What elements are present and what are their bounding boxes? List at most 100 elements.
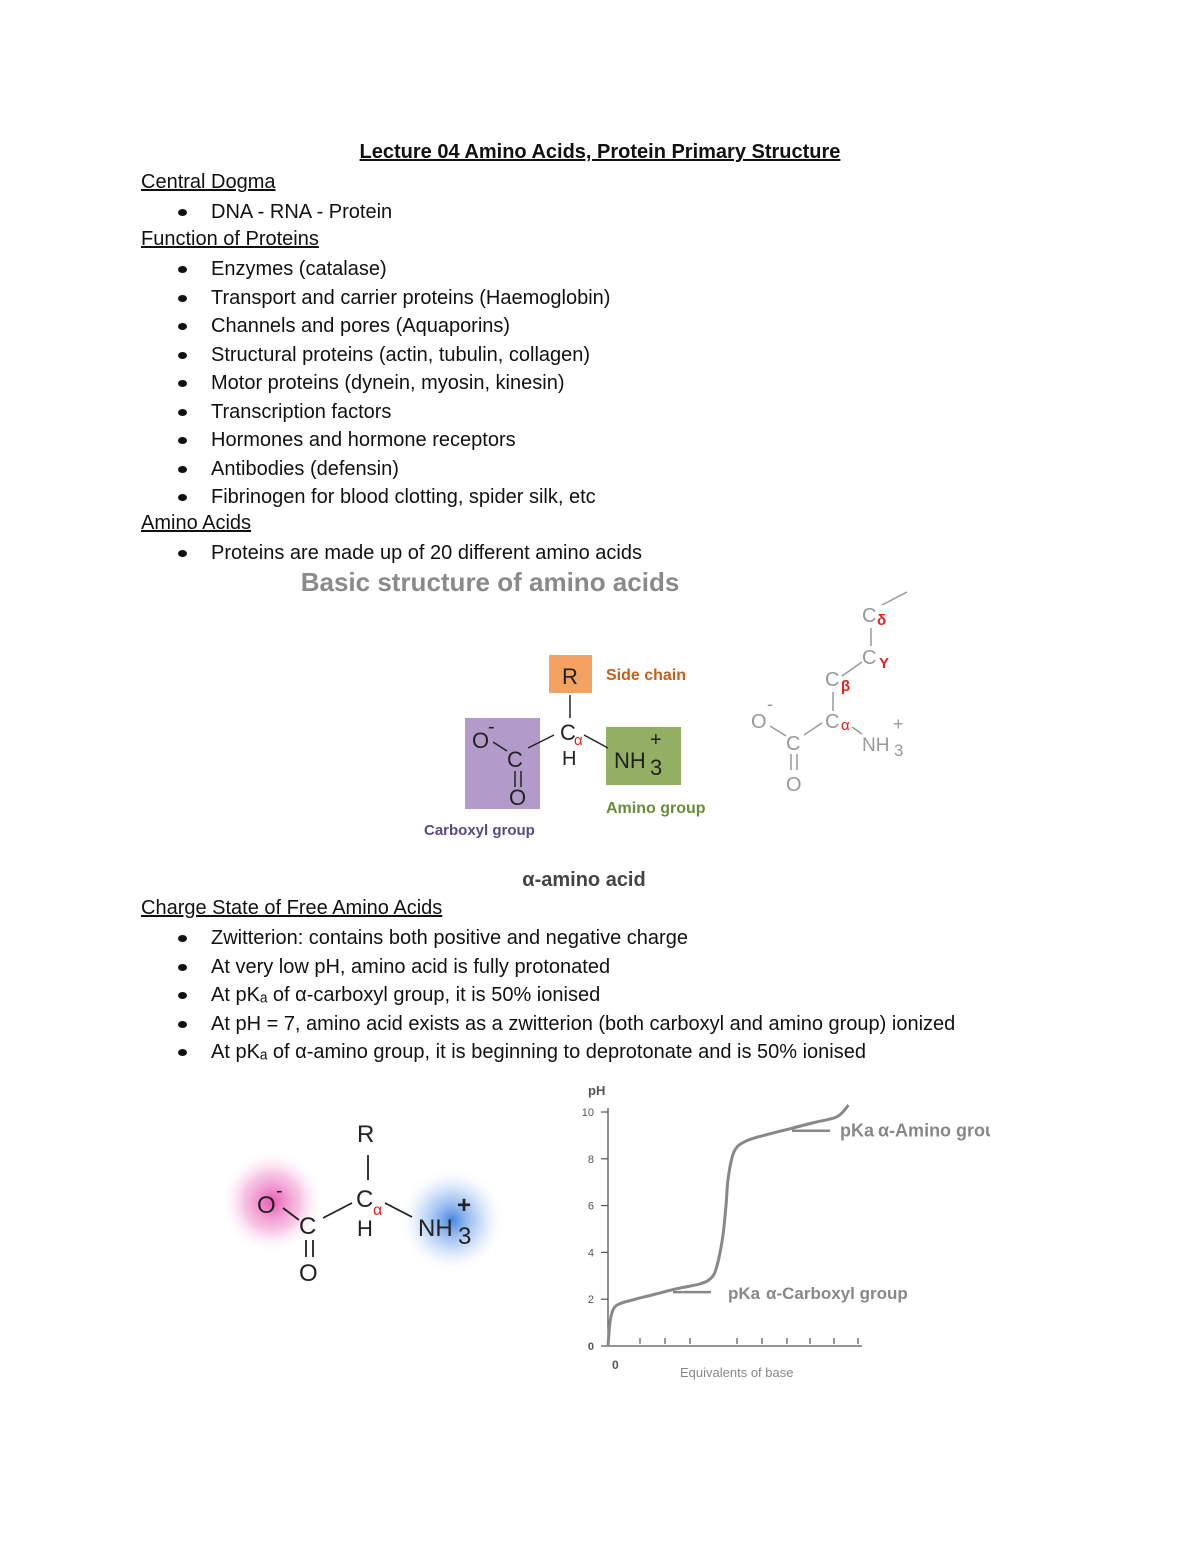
- bond: [583, 734, 609, 749]
- x-tick-label: 0: [612, 1358, 619, 1372]
- bond: [803, 722, 823, 736]
- subscript-3: 3: [894, 741, 903, 760]
- atom-c-carboxyl: C: [507, 747, 523, 772]
- page-title: Lecture 04 Amino Acids, Protein Primary …: [359, 141, 841, 163]
- charge-minus: -: [488, 716, 495, 738]
- atom-c-carboxyl: C: [786, 733, 800, 755]
- carboxyl-box: [465, 718, 540, 809]
- zwitterion-figure: R C α H C O - O NH 3 +: [220, 1121, 506, 1287]
- bond: [282, 1207, 300, 1221]
- annotation-pka-carboxyl: pKa: [728, 1284, 761, 1303]
- annotation-text-amino: α-Amino group: [878, 1121, 990, 1141]
- atom-nh: NH: [614, 748, 646, 773]
- atom-c-alpha: C: [356, 1186, 373, 1213]
- side-chain-box: [549, 655, 592, 693]
- list-central-dogma: DNA - RNA - Protein: [141, 198, 392, 227]
- list-item: Proteins are made up of 20 different ami…: [141, 539, 642, 568]
- list-charge-state: Zwitterion: contains both positive and n…: [141, 924, 955, 1067]
- side-chain-label: Side chain: [606, 667, 686, 684]
- annotation-text-carboxyl: α-Carboxyl group: [766, 1284, 908, 1303]
- figure-caption: α-amino acid: [522, 869, 645, 891]
- charge-plus: +: [457, 1192, 471, 1219]
- y-tick-label: 4: [588, 1247, 594, 1259]
- bond: [841, 661, 863, 677]
- x-ticks: [639, 1338, 859, 1344]
- bond: [492, 741, 508, 752]
- atom-o: O: [786, 774, 802, 796]
- list-item: Transport and carrier proteins (Haemoglo…: [141, 284, 610, 313]
- amino-group-label: Amino group: [606, 800, 706, 817]
- atom-o-minus: O: [257, 1192, 276, 1219]
- y-axis-label: pH: [588, 1083, 605, 1098]
- list-item: Zwitterion: contains both positive and n…: [141, 924, 955, 953]
- atom-c-beta: C: [825, 669, 839, 691]
- heading-central-dogma: Central Dogma: [141, 171, 276, 193]
- y-tick-label: 8: [588, 1154, 594, 1166]
- list-item: Hormones and hormone receptors: [141, 426, 610, 455]
- atom-r: R: [357, 1121, 374, 1148]
- amino-acid-structure-figure: Basic structure of amino acids R Side ch…: [301, 567, 908, 891]
- side-chain-diagram: C δ C Y C β C α NH 3 + C O - O: [751, 591, 908, 796]
- atom-c-alpha: C: [825, 711, 839, 733]
- list-item: Enzymes (catalase): [141, 255, 610, 284]
- bond: [769, 725, 787, 737]
- charge-minus: -: [767, 694, 773, 714]
- atom-c-gamma: C: [862, 647, 876, 669]
- bond: [881, 591, 908, 606]
- titration-chart: pH 0 2 4 6 8 10 0 Equivalents of base pKa α-A…: [582, 1083, 990, 1380]
- atom-o-minus: O: [472, 728, 489, 753]
- y-ticks: 0 2 4 6 8 10: [582, 1107, 608, 1353]
- atom-o: O: [509, 785, 526, 810]
- atom-o-minus: O: [751, 711, 767, 733]
- list-item: Fibrinogen for blood clotting, spider si…: [141, 483, 610, 512]
- atom-nh: NH: [418, 1215, 453, 1242]
- list-item: At very low pH, amino acid is fully prot…: [141, 953, 955, 982]
- list-item: Motor proteins (dynein, myosin, kinesin): [141, 369, 610, 398]
- atom-o: O: [299, 1260, 318, 1287]
- carboxyl-group-label: Carboxyl group: [424, 822, 535, 839]
- amino-box: [606, 727, 681, 785]
- y-tick-label: 0: [588, 1341, 594, 1353]
- atom-nh: NH: [862, 735, 889, 756]
- negative-charge-glow: [220, 1150, 324, 1254]
- y-tick-label: 2: [588, 1294, 594, 1306]
- bond: [384, 1202, 413, 1218]
- x-axis-label: Equivalents of base: [680, 1365, 793, 1380]
- atom-c-delta: C: [862, 605, 876, 627]
- atom-c-carboxyl: C: [299, 1213, 316, 1240]
- atom-r: R: [562, 664, 578, 689]
- beta-symbol: β: [841, 678, 850, 695]
- list-item: DNA - RNA - Protein: [141, 198, 392, 227]
- titration-curve: [606, 1103, 850, 1347]
- charge-plus: +: [893, 714, 904, 734]
- atom-h: H: [357, 1216, 373, 1241]
- heading-amino-acids: Amino Acids: [141, 512, 252, 534]
- heading-charge-state: Charge State of Free Amino Acids: [141, 897, 443, 919]
- list-item: At pKₐ of α-carboxyl group, it is 50% io…: [141, 981, 955, 1010]
- bond: [851, 726, 863, 735]
- atom-c-alpha: C: [560, 720, 576, 745]
- alpha-symbol: α: [373, 1202, 382, 1219]
- subscript-3: 3: [458, 1223, 471, 1250]
- bond: [527, 734, 555, 749]
- list-function-of-proteins: Enzymes (catalase) Transport and carrier…: [141, 255, 610, 512]
- gamma-symbol: Y: [879, 655, 889, 672]
- list-item: Channels and pores (Aquaporins): [141, 312, 610, 341]
- y-tick-label: 6: [588, 1201, 594, 1213]
- list-item: Antibodies (defensin): [141, 455, 610, 484]
- y-tick-label: 10: [582, 1107, 594, 1119]
- list-item: Transcription factors: [141, 398, 610, 427]
- bond: [322, 1202, 353, 1219]
- annotation-pka-amino: pKa: [840, 1121, 875, 1141]
- figure-title: Basic structure of amino acids: [301, 567, 680, 597]
- alpha-symbol: α: [841, 717, 850, 734]
- delta-symbol: δ: [877, 612, 886, 629]
- alpha-symbol: α: [574, 732, 583, 749]
- heading-function-of-proteins: Function of Proteins: [141, 228, 319, 250]
- charge-plus: +: [650, 729, 662, 751]
- list-item: At pKₐ of α-amino group, it is beginning…: [141, 1038, 955, 1067]
- subscript-3: 3: [650, 755, 662, 780]
- list-amino-acids: Proteins are made up of 20 different ami…: [141, 539, 642, 568]
- list-item: At pH = 7, amino acid exists as a zwitte…: [141, 1010, 955, 1039]
- list-item: Structural proteins (actin, tubulin, col…: [141, 341, 610, 370]
